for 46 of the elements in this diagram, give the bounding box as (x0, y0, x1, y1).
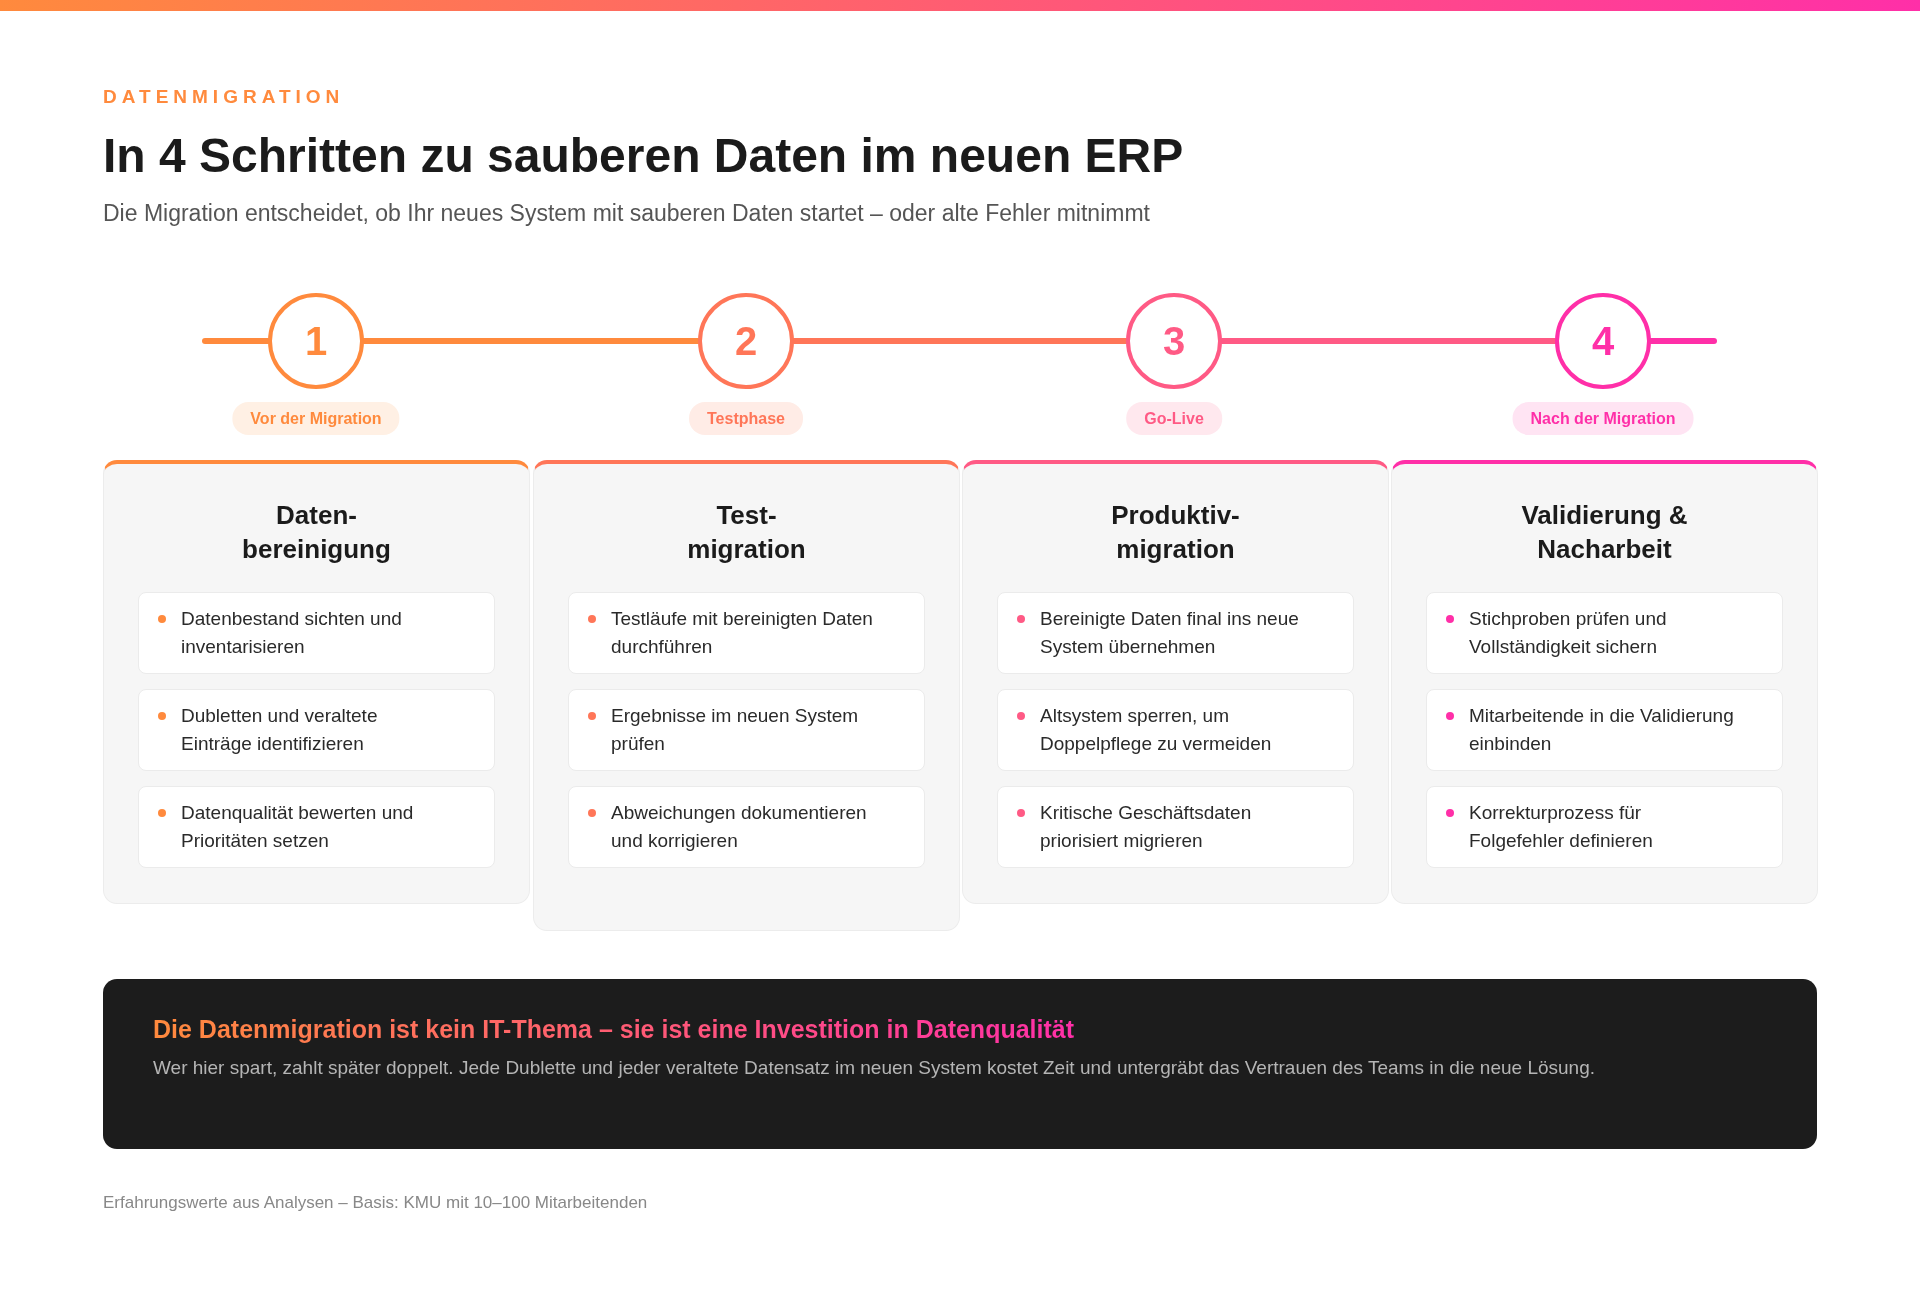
card-heading: Test- migration (686, 499, 807, 566)
task-text: Abweichungen dokumentieren und korrigieren (611, 801, 868, 853)
task-text: Testläufe mit bereinigten Daten durchführen (611, 607, 874, 659)
task-item (568, 786, 925, 868)
summary-panel (103, 979, 1817, 1149)
phase-tag: Nach der Migration (1512, 402, 1694, 435)
task-text: Mitarbeitende in die Validierung einbinden (1469, 704, 1735, 756)
card-heading: Validierung & Nacharbeit (1520, 499, 1689, 566)
task-item (997, 689, 1354, 771)
task-item (1426, 786, 1783, 868)
phase-tag: Go-Live (1126, 402, 1222, 435)
step-card (533, 460, 960, 931)
task-text: Stichproben prüfen und Vollständigkeit sichern (1469, 607, 1668, 659)
task-item (138, 592, 495, 674)
task-item (1426, 592, 1783, 674)
task-text: Altsystem sperren, um Doppelpflege zu vermeiden (1040, 704, 1273, 756)
task-item (138, 786, 495, 868)
task-text: Kritische Geschäftsdaten priorisiert migrieren (1040, 801, 1253, 853)
task-item (997, 786, 1354, 868)
step-card (103, 460, 530, 904)
step-card (1391, 460, 1818, 904)
step-circle: 1 (268, 293, 364, 389)
task-item (1426, 689, 1783, 771)
subtitle: Die Migration entscheidet, ob Ihr neues System mit sauberen Daten startet – oder alte Fehler mitnimmt (103, 200, 1150, 227)
phase-tag: Testphase (689, 402, 803, 435)
step-circle: 3 (1126, 293, 1222, 389)
summary-text: Wer hier spart, zahlt später doppelt. Jede Dublette und jeder veraltete Datensatz im neuen System kostet Zeit und untergräbt das Vertrauen des Teams in die neue Lösung. (153, 1056, 1597, 1080)
step-circle: 4 (1555, 293, 1651, 389)
task-text: Korrekturprozess für Folgefehler definieren (1469, 801, 1654, 853)
title: In 4 Schritten zu sauberen Daten im neuen ERP (103, 128, 1184, 183)
task-item (568, 689, 925, 771)
phase-tag: Vor der Migration (232, 402, 400, 435)
card-heading: Daten- bereinigung (241, 499, 392, 566)
task-text: Datenbestand sichten und inventarisieren (181, 607, 403, 659)
card-heading: Produktiv- migration (1110, 499, 1241, 566)
step-circle: 2 (698, 293, 794, 389)
step-card (962, 460, 1389, 904)
task-text: Ergebnisse im neuen System prüfen (611, 704, 860, 756)
task-item (138, 689, 495, 771)
task-item (997, 592, 1354, 674)
section-kicker: DATENMIGRATION (103, 86, 345, 108)
task-text: Datenqualität bewerten und Prioritäten setzen (181, 801, 415, 853)
task-text: Dubletten und veraltete Einträge identifizieren (181, 704, 379, 756)
task-item (568, 592, 925, 674)
footnote: Erfahrungswerte aus Analysen – Basis: KMU mit 10–100 Mitarbeitenden (103, 1193, 648, 1213)
task-text: Bereinigte Daten final ins neue System übernehmen (1040, 607, 1300, 659)
